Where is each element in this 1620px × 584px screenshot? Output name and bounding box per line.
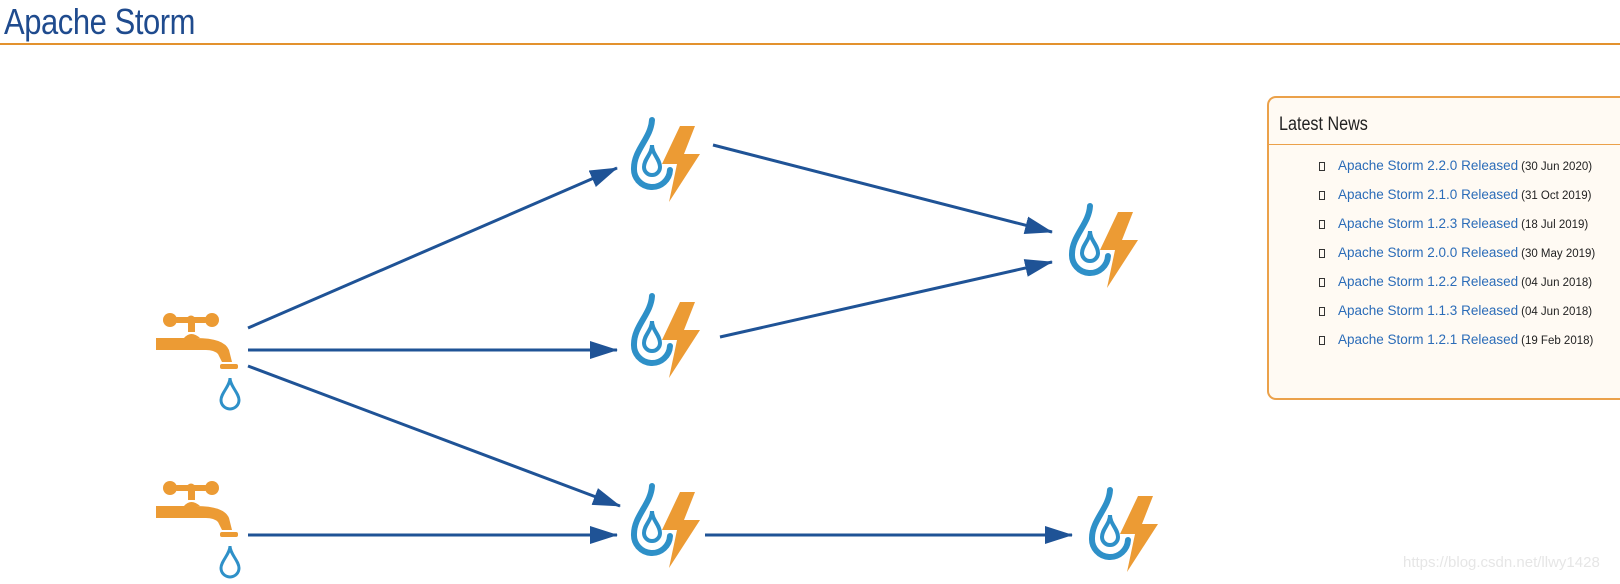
spout-faucet-icon-2 xyxy=(154,479,241,579)
news-link[interactable]: Apache Storm 1.2.2 Released xyxy=(1338,274,1519,289)
bolt-icon-1 xyxy=(634,120,700,202)
news-link[interactable]: Apache Storm 1.2.3 Released xyxy=(1338,216,1519,231)
bullet-icon xyxy=(1319,249,1325,258)
news-link[interactable]: Apache Storm 1.1.3 Released xyxy=(1338,303,1519,318)
news-item: Apache Storm 2.0.0 Released(30 May 2019) xyxy=(1319,245,1595,274)
bolt-icon-5 xyxy=(1092,490,1158,572)
news-date: (30 May 2019) xyxy=(1521,248,1596,260)
arrow-spout1-bolt1 xyxy=(247,166,618,330)
news-item: Apache Storm 1.2.1 Released(19 Feb 2018) xyxy=(1319,332,1595,361)
spout-faucet-icon-1 xyxy=(154,311,241,411)
news-date: (30 Jun 2020) xyxy=(1521,161,1593,173)
bullet-icon xyxy=(1319,220,1325,229)
news-date: (19 Feb 2018) xyxy=(1521,335,1594,347)
news-date: (04 Jun 2018) xyxy=(1521,277,1593,289)
page-title: Apache Storm xyxy=(4,1,196,42)
bolt-icon-4 xyxy=(1072,206,1138,288)
watermark: https://blog.csdn.net/llwy1428 xyxy=(1403,554,1600,571)
news-link[interactable]: Apache Storm 2.2.0 Released xyxy=(1338,158,1519,173)
bullet-icon xyxy=(1319,162,1325,171)
news-item: Apache Storm 1.1.3 Released(04 Jun 2018) xyxy=(1319,303,1595,332)
news-link[interactable]: Apache Storm 1.2.1 Released xyxy=(1338,332,1519,347)
arrow-bolt2-bolt4 xyxy=(719,259,1053,339)
arrow-spout1-bolt3 xyxy=(247,364,621,508)
arrow-bolt1-bolt4 xyxy=(712,143,1053,235)
news-date: (04 Jun 2018) xyxy=(1521,306,1593,318)
news-item: Apache Storm 2.2.0 Released(30 Jun 2020) xyxy=(1319,158,1595,187)
news-item: Apache Storm 2.1.0 Released(31 Oct 2019) xyxy=(1319,187,1595,216)
bolt-icon-2 xyxy=(634,296,700,378)
title-divider xyxy=(0,43,1620,45)
news-list: Apache Storm 2.2.0 Released(30 Jun 2020)… xyxy=(1319,158,1595,361)
news-date: (31 Oct 2019) xyxy=(1521,190,1592,202)
news-link[interactable]: Apache Storm 2.1.0 Released xyxy=(1338,187,1519,202)
bullet-icon xyxy=(1319,278,1325,287)
bullet-icon xyxy=(1319,307,1325,316)
bolt-icon-3 xyxy=(634,486,700,568)
news-item: Apache Storm 1.2.3 Released(18 Jul 2019) xyxy=(1319,216,1595,245)
news-divider xyxy=(1269,144,1620,145)
news-date: (18 Jul 2019) xyxy=(1521,219,1589,231)
news-item: Apache Storm 1.2.2 Released(04 Jun 2018) xyxy=(1319,274,1595,303)
latest-news-panel: Latest News Apache Storm 2.2.0 Released(… xyxy=(1267,96,1620,400)
news-title: Latest News xyxy=(1279,114,1368,135)
bullet-icon xyxy=(1319,191,1325,200)
bullet-icon xyxy=(1319,336,1325,345)
news-link[interactable]: Apache Storm 2.0.0 Released xyxy=(1338,245,1519,260)
